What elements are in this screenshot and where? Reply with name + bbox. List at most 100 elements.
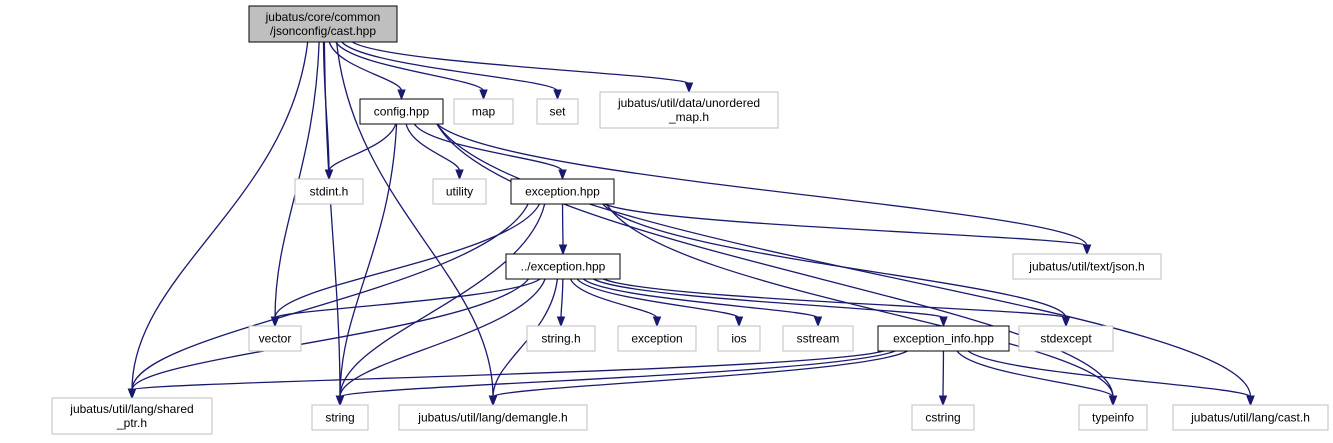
node-label-vector-0: vector [259,332,292,346]
arrowhead-root-to-umap [684,82,694,94]
edge-config-to-json [436,123,1088,247]
node-box-string_h [526,325,596,352]
edge-root-to-set [341,41,559,92]
node-typeinfo: typeinfo [1078,404,1148,431]
node-box-typeinfo [1078,404,1148,431]
edge-exception_hpp-to-shared_ptr [131,203,529,391]
arrowhead-exception_info-to-lang_cast [1246,395,1255,407]
node-box-parent_exception [505,253,621,280]
edge-exception_hpp-to-json [604,203,1088,247]
arrowhead-parent_exception-to-vector [270,316,280,328]
edge-parent_exception-to-exception_info [593,278,945,319]
node-box-string [311,404,369,431]
node-label-ios-0: ios [731,332,746,346]
arrowhead-root-to-map [479,89,488,101]
edge-exception_hpp-to-string [339,203,546,398]
node-box-ios [717,325,761,352]
node-config[interactable]: config.hpp [359,98,444,125]
node-label-set-0: set [549,105,566,119]
node-parent_exception[interactable]: ../exception.hpp [505,253,621,280]
node-box-config [359,98,444,125]
node-set: set [536,98,579,125]
node-label-string_h-0: string.h [541,332,580,346]
node-box-sstream [782,325,854,352]
node-sstream: sstream [782,325,854,352]
edges-layer [127,41,1255,407]
arrowhead-config-to-utility [455,169,464,181]
edge-root-to-map [335,41,485,92]
node-stdexcept: stdexcept [1018,325,1114,352]
node-label-shared_ptr-0: jubatus/util/lang/shared [69,402,193,416]
edge-exception_info-to-string [339,350,896,398]
node-label-utility-0: utility [446,185,473,199]
arrowhead-parent_exception-to-stdexcept [1061,316,1071,328]
edge-parent_exception-to-ios [576,278,740,319]
node-label-parent_exception-0: ../exception.hpp [521,260,606,274]
node-label-cstring-0: cstring [925,411,960,425]
node-map: map [453,98,514,125]
node-exception_info[interactable]: exception_info.hpp [877,325,1010,352]
arrowhead-exception_info-to-demangle [488,395,498,407]
node-label-string-0: string [325,411,354,425]
edge-root-to-umap [351,41,690,85]
arrowhead-parent_exception-to-string_h [556,316,566,328]
edge-config-to-exception_hpp [413,123,564,172]
node-box-stdexcept [1018,325,1114,352]
edge-exception_hpp-to-stdexcept [602,203,1067,319]
node-box-exception_hpp [510,178,615,205]
node-string: string [311,404,369,431]
node-label-json-0: jubatus/util/text/json.h [1028,260,1144,274]
edge-config-to-stdint [328,123,397,172]
node-root[interactable]: jubatus/core/common/jsonconfig/cast.hpp [248,5,398,43]
node-ios: ios [717,325,761,352]
node-label-stdexcept-0: stdexcept [1040,332,1092,346]
edge-parent_exception-to-shared_ptr [131,278,530,391]
edge-root-to-string [323,41,341,398]
arrowhead-exception_info-to-string [335,395,345,407]
edge-parent_exception-to-vector [274,278,541,319]
node-box-root [248,5,398,43]
node-box-shared_ptr [51,397,213,435]
node-box-vector [248,325,302,352]
arrowhead-root-to-set [553,89,562,101]
node-label-sstream-0: sstream [797,332,840,346]
node-umap: jubatus/util/data/unordered_map.h [599,91,779,129]
arrowhead-exception_info-to-shared_ptr [127,388,137,400]
node-label-root-0: jubatus/core/common [265,10,381,24]
node-label-umap-0: jubatus/util/data/unordered [617,96,760,110]
node-box-umap [599,91,779,129]
node-utility: utility [432,178,487,205]
nodes-layer: jubatus/core/common/jsonconfig/cast.hpp c… [51,5,1329,435]
edge-parent_exception-to-exception [569,278,658,319]
node-box-set [536,98,579,125]
edge-exception_info-to-typeinfo [956,350,1114,398]
edge-config-to-lang_cast [436,123,1252,398]
edge-root-to-demangle [335,41,494,398]
node-exception_hpp[interactable]: exception.hpp [510,178,615,205]
node-label-map-0: map [472,105,496,119]
edge-parent_exception-to-string [339,278,546,398]
node-box-exception_info [877,325,1010,352]
node-vector: vector [248,325,302,352]
node-label-exception-0: exception [631,332,682,346]
node-label-typeinfo-0: typeinfo [1092,411,1134,425]
arrowhead-exception_hpp-to-parent_exception [558,244,568,256]
arrowhead-exception_info-to-typeinfo [1108,395,1118,407]
node-label-root-1: /jsonconfig/cast.hpp [270,24,376,38]
edge-parent_exception-to-sstream [582,278,819,319]
node-label-exception_info-0: exception_info.hpp [893,332,994,346]
node-box-demangle [398,404,588,431]
arrowhead-exception_hpp-to-json [1082,244,1092,256]
edge-config-to-utility [405,123,461,172]
edge-root-to-shared_ptr [131,41,309,391]
arrowhead-config-to-exception_hpp [558,169,567,181]
arrowhead-parent_exception-to-sstream [813,316,823,328]
edge-config-to-string [339,123,398,398]
node-label-stdint-0: stdint.h [310,185,349,199]
node-cstring: cstring [911,404,975,431]
node-lang_cast: jubatus/util/lang/cast.h [1172,404,1329,431]
node-box-stdint [294,178,364,205]
node-label-exception_hpp-0: exception.hpp [525,185,600,199]
node-label-config-0: config.hpp [374,105,430,119]
